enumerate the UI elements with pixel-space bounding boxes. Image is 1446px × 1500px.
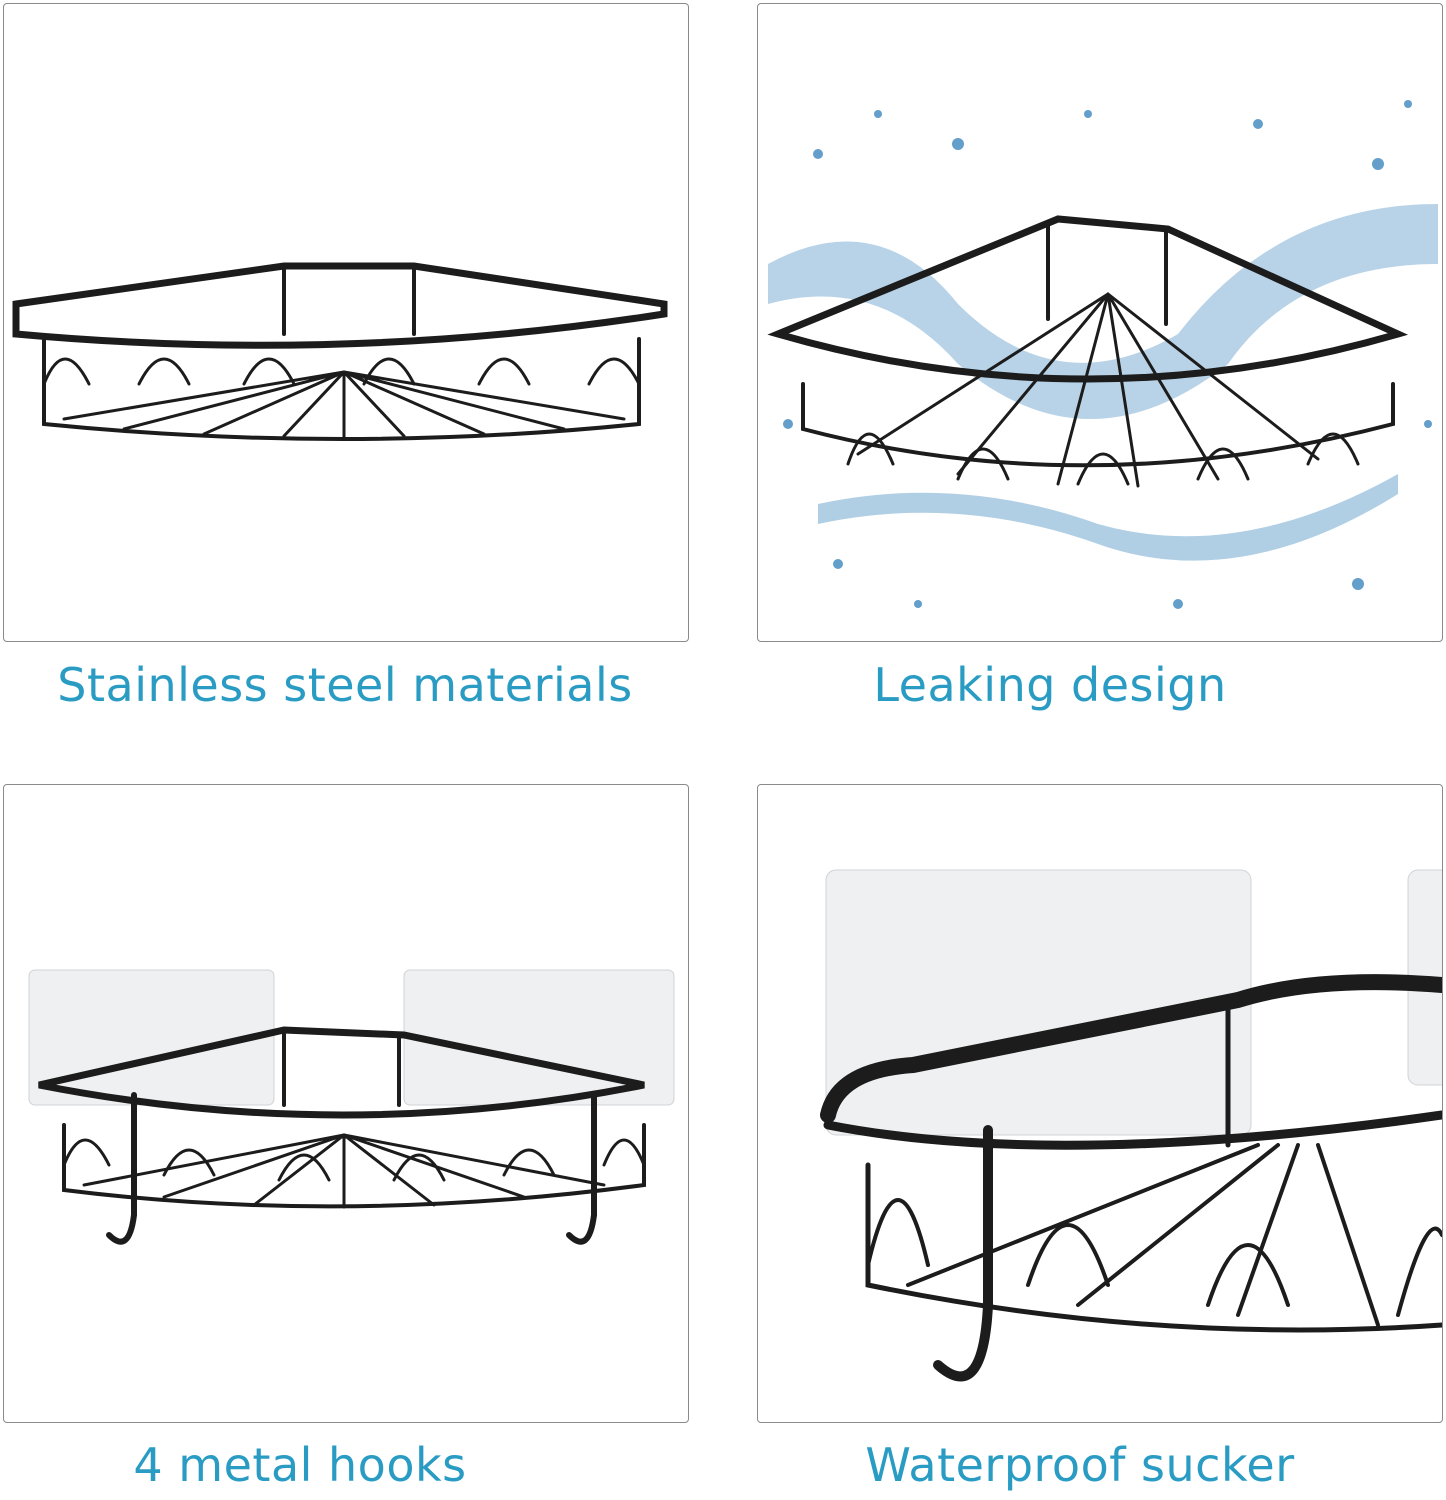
water-splash-icon: [768, 100, 1438, 609]
feature-image-stainless-steel: [3, 3, 689, 642]
corner-shelf-icon: [12, 262, 668, 441]
water-splash-shelf-icon: [767, 100, 1438, 609]
caption-leaking-design: Leaking design: [873, 658, 1227, 712]
feature-image-metal-hooks: [3, 784, 689, 1423]
feature-image-leaking-design: [757, 3, 1443, 642]
caption-stainless-steel: Stainless steel materials: [57, 658, 633, 712]
shelf-closeup-icon: [820, 869, 1442, 1382]
shelf-with-hooks-icon: [28, 969, 675, 1245]
caption-waterproof-sucker: Waterproof sucker: [865, 1438, 1295, 1492]
feature-image-waterproof-sucker: [757, 784, 1443, 1423]
caption-metal-hooks: 4 metal hooks: [133, 1438, 467, 1492]
